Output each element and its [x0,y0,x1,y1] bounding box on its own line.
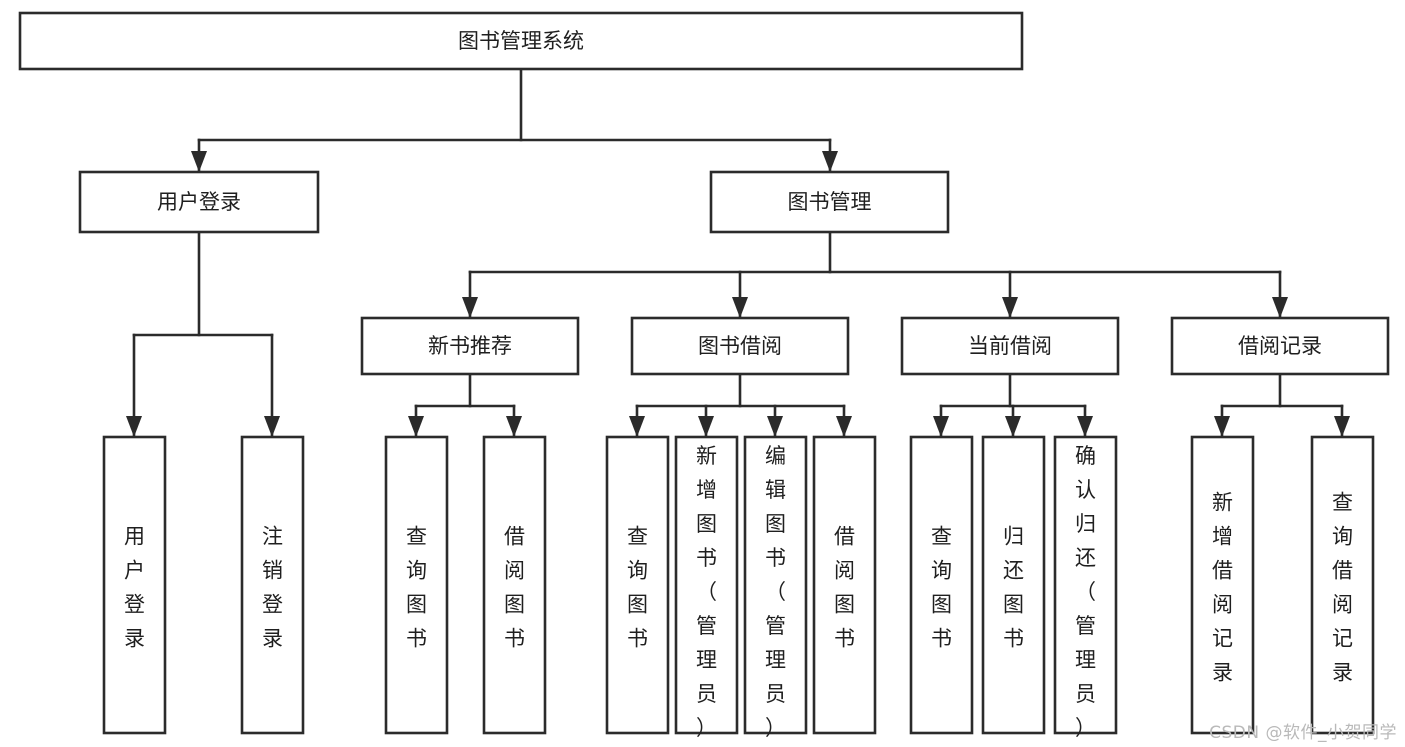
node-label: 查询图书 [931,525,952,651]
node-leaf-confirm-return[interactable]: 确认归还（管理员） [1053,435,1118,740]
node-label: 借阅图书 [504,525,525,651]
node-label: 查询图书 [406,525,427,651]
connector-book-manage-bus [462,230,1288,320]
node-leaf-add-book[interactable]: 新增图书（管理员） [674,435,739,740]
node-label: 归还图书 [1003,525,1024,651]
node-leaf-query-book-1[interactable]: 查询图书 [384,435,449,735]
node-label: 新增借阅记录 [1212,491,1233,685]
node-leaf-borrow-book-1[interactable]: 借阅图书 [482,435,547,735]
connector-borrow-record-bus [1214,372,1350,439]
node-label: 查询借阅记录 [1332,491,1353,685]
node-label: 用户登录 [124,525,145,651]
connectors-layer [126,67,1350,439]
connector-root-bus [191,67,838,174]
node-label: 查询图书 [627,525,648,651]
node-root[interactable]: 图书管理系统 [18,11,1024,71]
node-leaf-query-book-3[interactable]: 查询图书 [909,435,974,735]
node-leaf-borrow-book-2[interactable]: 借阅图书 [812,435,877,735]
node-current-borrow[interactable]: 当前借阅 [900,316,1120,376]
connector-new-book-bus [408,372,522,439]
node-leaf-user-login[interactable]: 用户登录 [102,435,167,735]
node-book-borrow[interactable]: 图书借阅 [630,316,850,376]
node-label: 图书借阅 [698,334,782,358]
connector-user-login-bus [126,230,280,439]
node-leaf-user-logout[interactable]: 注销登录 [240,435,305,735]
node-leaf-add-record[interactable]: 新增借阅记录 [1190,435,1255,735]
node-label: 借阅图书 [834,525,855,651]
node-user-login[interactable]: 用户登录 [78,170,320,234]
node-leaf-query-record[interactable]: 查询借阅记录 [1310,435,1375,735]
node-label: 编辑图书（管理员） [765,444,786,740]
node-label: 图书管理 [788,190,872,214]
node-label: 新增图书（管理员） [696,444,717,740]
connector-book-borrow-bus [629,372,852,439]
node-label: 用户登录 [157,190,241,214]
node-new-book-recommend[interactable]: 新书推荐 [360,316,580,376]
nodes-layer: 图书管理系统用户登录图书管理新书推荐图书借阅当前借阅借阅记录用户登录注销登录查询… [18,11,1390,740]
node-borrow-record[interactable]: 借阅记录 [1170,316,1390,376]
node-label: 当前借阅 [968,334,1052,358]
connector-current-borrow-bus [933,372,1093,439]
node-leaf-edit-book[interactable]: 编辑图书（管理员） [743,435,808,740]
node-label: 借阅记录 [1238,334,1322,358]
watermark-label: CSDN @软件_小贺同学 [1209,723,1397,743]
node-label: 新书推荐 [428,334,512,358]
node-label: 注销登录 [262,525,283,651]
node-book-manage[interactable]: 图书管理 [709,170,950,234]
node-leaf-query-book-2[interactable]: 查询图书 [605,435,670,735]
node-label: 图书管理系统 [458,29,584,53]
node-leaf-return-book[interactable]: 归还图书 [981,435,1046,735]
node-label: 确认归还（管理员） [1075,444,1096,740]
